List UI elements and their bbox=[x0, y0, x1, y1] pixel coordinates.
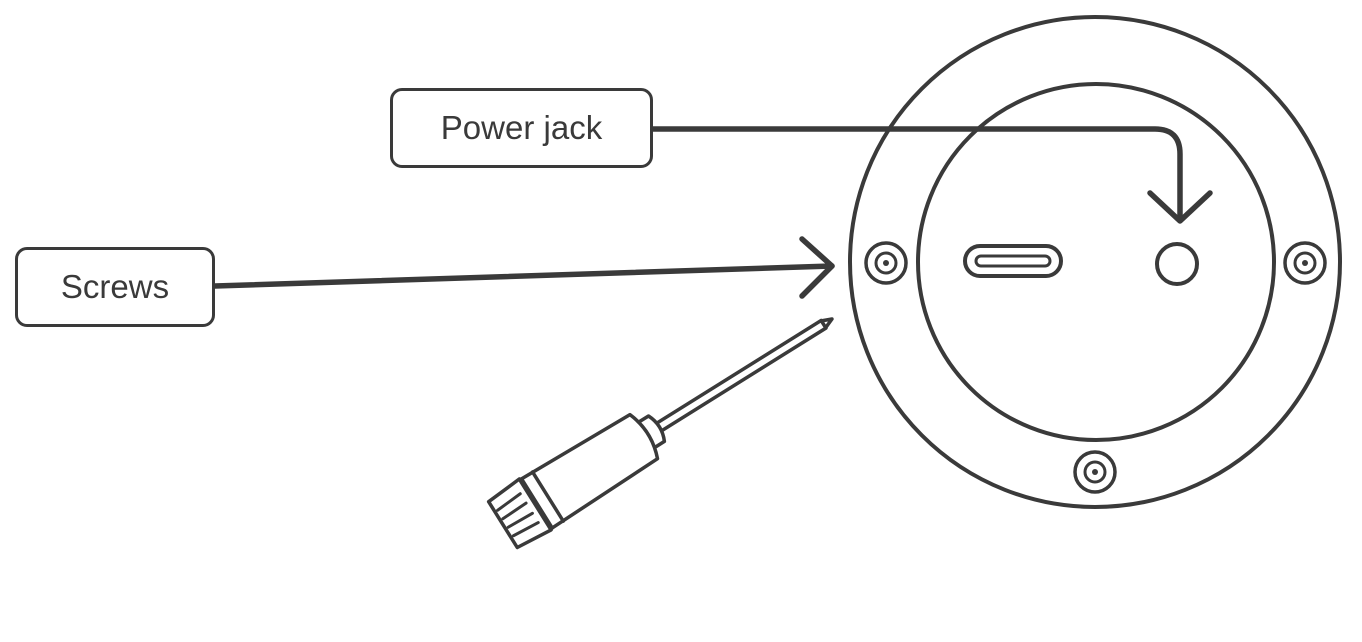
screw-icon bbox=[1283, 241, 1327, 285]
usb-c-port-icon bbox=[963, 244, 1063, 278]
screws-arrowhead bbox=[799, 236, 835, 299]
power-jack-arrowhead bbox=[1147, 190, 1213, 224]
screw-icon bbox=[864, 241, 908, 285]
screws-callout: Screws bbox=[15, 247, 215, 327]
screws-label: Screws bbox=[60, 268, 170, 305]
screw-icon bbox=[1073, 450, 1117, 494]
device-outer-ring bbox=[848, 15, 1342, 509]
power-jack-callout: Power jack bbox=[390, 88, 653, 168]
screws-arrow bbox=[212, 263, 835, 289]
screwdriver-icon bbox=[486, 317, 834, 550]
power-jack-label: Power jack bbox=[440, 109, 603, 146]
power-jack-arrow bbox=[650, 126, 1183, 223]
device-inner-plate bbox=[916, 82, 1276, 442]
power-jack-icon bbox=[1155, 242, 1199, 286]
